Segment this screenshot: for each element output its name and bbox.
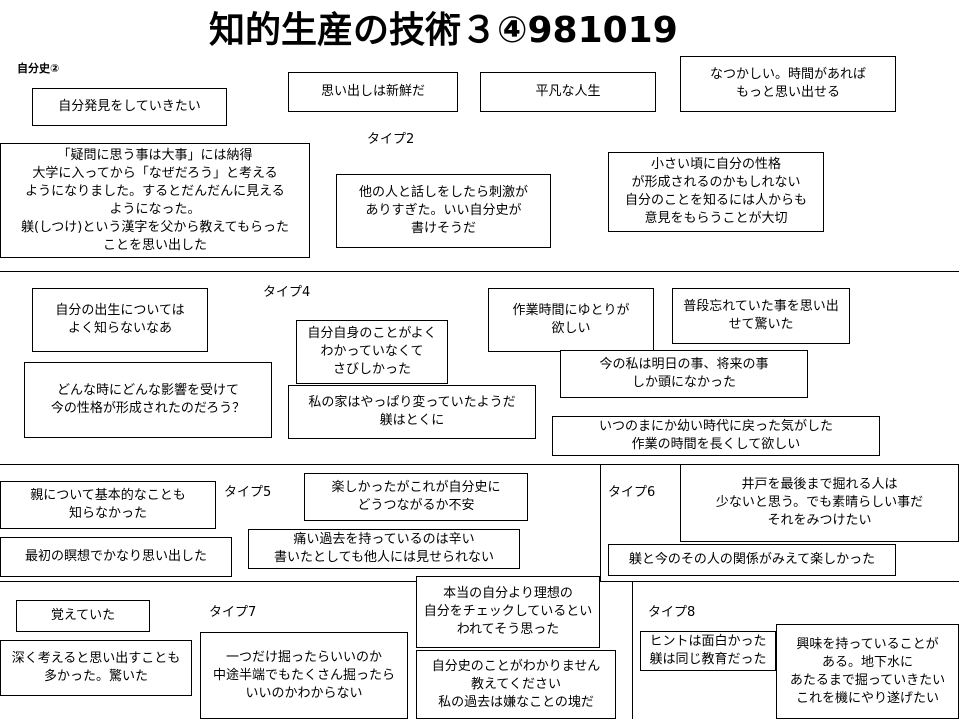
comment-card: 平凡な人生: [480, 72, 656, 112]
comment-card: 痛い過去を持っているのは辛い 書いたとしても他人には見せられない: [248, 529, 520, 569]
comment-card: 自分の出生については よく知らないなあ: [32, 288, 208, 352]
comment-card: ヒントは面白かった 躾は同じ教育だった: [640, 631, 776, 671]
comment-card: 「疑問に思う事は大事」には納得 大学に入ってから「なぜだろう」と考える ようにな…: [0, 143, 310, 258]
comment-card: 本当の自分より理想の 自分をチェックしているとい われてそう思った: [416, 576, 600, 648]
type-label-8: タイプ8: [648, 605, 696, 620]
divider-line: [600, 464, 601, 581]
comment-card: 他の人と話しをしたら刺激が ありすぎた。いい自分史が 書けそうだ: [336, 174, 551, 248]
comment-card: 今の私は明日の事、将来の事 しか頭になかった: [560, 350, 808, 398]
comment-card: 小さい頃に自分の性格 が形成されるのかもしれない 自分のことを知るには人からも …: [608, 152, 824, 232]
type-label-7: タイプ7: [209, 605, 257, 620]
comment-card: 作業時間にゆとりが 欲しい: [488, 288, 654, 352]
divider-line: [0, 464, 959, 465]
comment-card: 興味を持っていることが ある。地下水に あたるまで掘っていきたい これを機にやり…: [776, 624, 959, 719]
comment-card: 一つだけ掘ったらいいのか 中途半端でもたくさん掘ったら いいのかわからない: [200, 632, 408, 719]
comment-card: 思い出しは新鮮だ: [288, 72, 458, 112]
comment-card: 私の家はやっぱり変っていたようだ 躾はとくに: [288, 385, 536, 439]
comment-card: 自分発見をしていきたい: [32, 88, 227, 126]
comment-card: 最初の瞑想でかなり思い出した: [0, 537, 232, 577]
divider-line: [632, 581, 633, 719]
comment-card: 親について基本的なことも 知らなかった: [0, 481, 216, 529]
type-label-4: タイプ4: [263, 285, 311, 300]
type-label-6: タイプ6: [608, 485, 656, 500]
comment-card: なつかしい。時間があれば もっと思い出せる: [680, 56, 896, 112]
page-title: 知的生産の技術３④981019: [209, 10, 678, 51]
comment-card: 自分史のことがわかりません 教えてください 私の過去は嫌なことの塊だ: [416, 650, 616, 719]
divider-line: [0, 271, 959, 272]
comment-card: いつのまにか幼い時代に戻った気がした 作業の時間を長くして欲しい: [552, 416, 880, 456]
comment-card: 自分自身のことがよく わかっていなくて さびしかった: [296, 320, 448, 384]
comment-card: 井戸を最後まで掘れる人は 少ないと思う。でも素晴らしい事だ それをみつけたい: [680, 464, 959, 542]
comment-card: どんな時にどんな影響を受けて 今の性格が形成されたのだろう？: [24, 362, 272, 438]
comment-card: 普段忘れていた事を思い出 せて驚いた: [672, 288, 850, 344]
comment-card: 覚えていた: [16, 600, 150, 632]
type-label-5: タイプ5: [224, 485, 272, 500]
section-label: 自分史②: [17, 62, 60, 75]
comment-card: 深く考えると思い出すことも 多かった。驚いた: [0, 640, 192, 696]
comment-card: 楽しかったがこれが自分史に どうつながるか不安: [304, 473, 528, 521]
comment-card: 躾と今のその人の関係がみえて楽しかった: [608, 544, 896, 576]
type-label-2: タイプ2: [367, 132, 415, 147]
